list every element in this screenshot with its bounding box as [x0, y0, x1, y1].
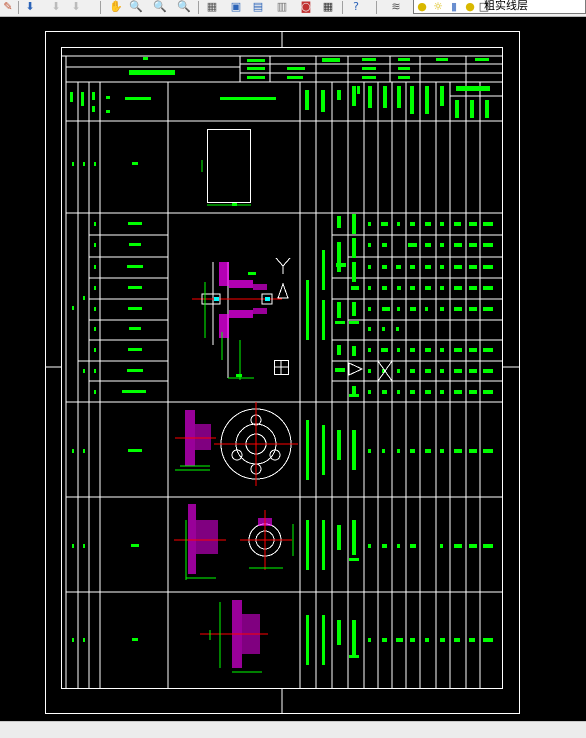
toolbar: ✎ ⬇ ⬇ ⬇ ✋ 🔍 🔍 🔍 ▦ ▣ ▤ ▥ ◙ ▦ ? ≋ 粗实线层 ● ☼…	[0, 0, 586, 17]
calculator-icon[interactable]: ▦	[322, 0, 334, 13]
toolbar-separator	[198, 1, 199, 14]
toolbar-separator	[376, 1, 377, 14]
layer-manager-icon[interactable]: ≋	[391, 0, 401, 13]
arrow-down-gray-icon: ⬇	[51, 0, 61, 13]
layer-name: 粗实线层	[484, 0, 528, 12]
color-icon[interactable]: □	[478, 0, 490, 13]
arrow-down-gray2-icon: ⬇	[71, 0, 81, 13]
zoom-window-icon[interactable]: 🔍	[153, 0, 167, 13]
pan-icon[interactable]: ✋	[109, 0, 123, 13]
tool-palette-icon[interactable]: ▤	[252, 0, 264, 13]
lock-icon[interactable]: ▮	[450, 0, 458, 13]
toolbar-separator	[18, 1, 19, 14]
markup-icon[interactable]: ◙	[300, 0, 312, 13]
zoom-previous-icon[interactable]: 🔍	[177, 0, 191, 13]
sun-icon[interactable]: ☼	[433, 0, 443, 13]
toolbar-separator	[342, 1, 343, 14]
pen-icon[interactable]: ✎	[3, 0, 13, 13]
bulb-icon[interactable]: ●	[417, 0, 427, 13]
help-icon[interactable]: ?	[353, 0, 359, 13]
arrow-down-icon[interactable]: ⬇	[25, 0, 35, 13]
process-card-drawing	[45, 31, 520, 714]
toolbar-separator	[100, 1, 101, 14]
design-center-icon[interactable]: ▣	[230, 0, 242, 13]
zoom-realtime-icon[interactable]: 🔍	[129, 0, 143, 13]
layer-dropdown[interactable]: 粗实线层	[413, 0, 586, 14]
drawing-canvas[interactable]	[0, 17, 586, 721]
properties-icon[interactable]: ▦	[206, 0, 218, 13]
status-bar	[0, 721, 586, 738]
bulb-icon[interactable]: ●	[465, 0, 475, 13]
sheet-set-icon[interactable]: ▥	[276, 0, 288, 13]
